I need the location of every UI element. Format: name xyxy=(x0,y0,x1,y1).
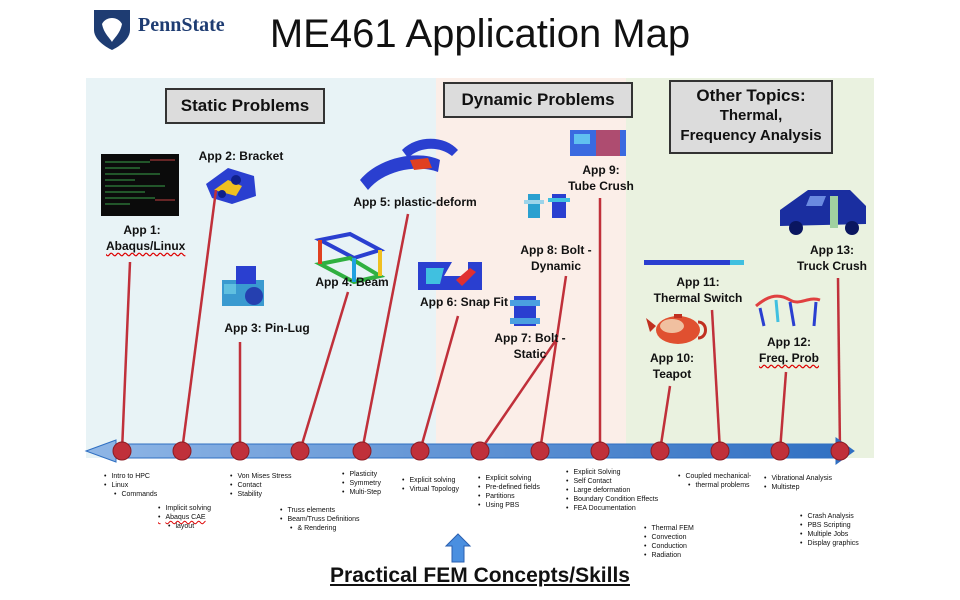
shield-icon xyxy=(94,10,130,50)
app-11-label: App 11: Thermal Switch xyxy=(653,275,743,305)
plastic-deform-model-icon xyxy=(360,138,458,190)
app-1-label: App 1: Abaqus/Linux xyxy=(106,223,186,253)
connector-line-app-1 xyxy=(120,261,132,452)
truck-model-icon xyxy=(780,190,866,235)
timeline-arrow xyxy=(84,437,855,465)
connector-line-app-12 xyxy=(778,371,788,452)
bottom-title: Practical FEM Concepts/Skills xyxy=(330,564,630,587)
connector-line-app-4 xyxy=(298,291,350,452)
connector-line-app-10 xyxy=(658,385,672,452)
bracket-model-icon xyxy=(206,168,256,204)
bolt-static-model-icon xyxy=(510,296,540,326)
beam-frame-icon xyxy=(314,231,386,285)
app-2-label: App 2: Bracket xyxy=(198,149,284,163)
connector-line-app-8 xyxy=(538,275,568,452)
static-problems-header: Static Problems xyxy=(165,88,325,124)
static-zone xyxy=(86,78,436,458)
connector-line-app-5 xyxy=(360,213,410,452)
timeline-node-app-2 xyxy=(172,441,192,461)
snap-fit-model-icon xyxy=(418,262,482,290)
app-5-label: App 5: plastic-deform xyxy=(353,195,477,209)
freq-prob-model-icon xyxy=(755,294,821,327)
timeline-node-app-6 xyxy=(410,441,430,461)
app-6-label: App 6: Snap Fit xyxy=(420,295,508,309)
timeline-node-app-4 xyxy=(290,441,310,461)
connector-line-app-6 xyxy=(418,315,460,452)
skills-list-4: Truss elements Beam/Truss Definitions & … xyxy=(280,506,359,533)
app-10-label: App 10: Teapot xyxy=(649,351,694,381)
skills-list-12: Crash Analysis PBS Scripting Multiple Jo… xyxy=(800,512,858,548)
tube-crush-model-icon xyxy=(570,130,626,156)
skills-list-2: Implicit solving Abaqus CAE layout xyxy=(158,504,211,531)
up-arrow-icon xyxy=(444,533,472,563)
logo-wordmark: PennState xyxy=(138,14,225,36)
app-3-label: App 3: Pin-Lug xyxy=(224,321,310,335)
page-title: ME461 Application Map xyxy=(269,12,691,56)
app-8-label: App 8: Bolt - Dynamic xyxy=(520,243,592,273)
skills-list-3: Von Mises Stress Contact Stability xyxy=(230,472,291,499)
skills-list-1: Intro to HPC Linux Commands xyxy=(104,472,157,499)
bolt-dynamic-model-icon xyxy=(524,194,570,218)
skills-list-5: Plasticity Symmetry Multi-Step xyxy=(342,470,381,497)
connector-line-app-2 xyxy=(180,189,218,452)
pennstate-logo: PennState xyxy=(92,8,242,52)
timeline-node-app-11 xyxy=(710,441,730,461)
skills-list-7: Explicit solving Pre-defined fields Part… xyxy=(478,474,539,510)
app-12-label: App 12: Freq. Prob xyxy=(758,335,819,365)
pin-lug-model-icon xyxy=(222,266,264,306)
connector-line-app-7 xyxy=(478,339,558,452)
connector-line-app-13 xyxy=(836,277,842,452)
timeline-node-app-5 xyxy=(352,441,372,461)
timeline-node-app-1 xyxy=(112,441,132,461)
skills-list-11: Vibrational Analysis Multistep xyxy=(764,474,832,492)
timeline-node-app-8 xyxy=(530,441,550,461)
timeline-node-app-7 xyxy=(470,441,490,461)
skills-list-6: Explicit solving Virtual Topology xyxy=(402,476,459,494)
app-13-label: App 13: Truck Crush xyxy=(796,243,868,273)
timeline-node-app-13 xyxy=(830,441,850,461)
timeline-node-app-10 xyxy=(650,441,670,461)
connector-line-app-11 xyxy=(710,309,722,452)
timeline-node-app-9 xyxy=(590,441,610,461)
app-4-label: App 4: Beam xyxy=(315,275,389,289)
app-9-label: App 9: Tube Crush xyxy=(568,163,634,193)
thermal-switch-model-icon xyxy=(644,260,744,265)
timeline-node-app-12 xyxy=(770,441,790,461)
skills-list-8: Explicit Solving Self Contact Large defo… xyxy=(566,468,658,513)
other-topics-header: Other Topics: Thermal, Frequency Analysi… xyxy=(669,80,833,154)
skills-list-9: Thermal FEM Convection Conduction Radiat… xyxy=(644,524,693,560)
terminal-screenshot-icon xyxy=(101,154,179,216)
teapot-model-icon xyxy=(646,314,707,344)
skills-list-10: Coupled mechanical- thermal problems xyxy=(678,472,751,490)
app-7-label: App 7: Bolt - Static xyxy=(494,331,566,361)
timeline-node-app-3 xyxy=(230,441,250,461)
dynamic-problems-header: Dynamic Problems xyxy=(443,82,633,118)
